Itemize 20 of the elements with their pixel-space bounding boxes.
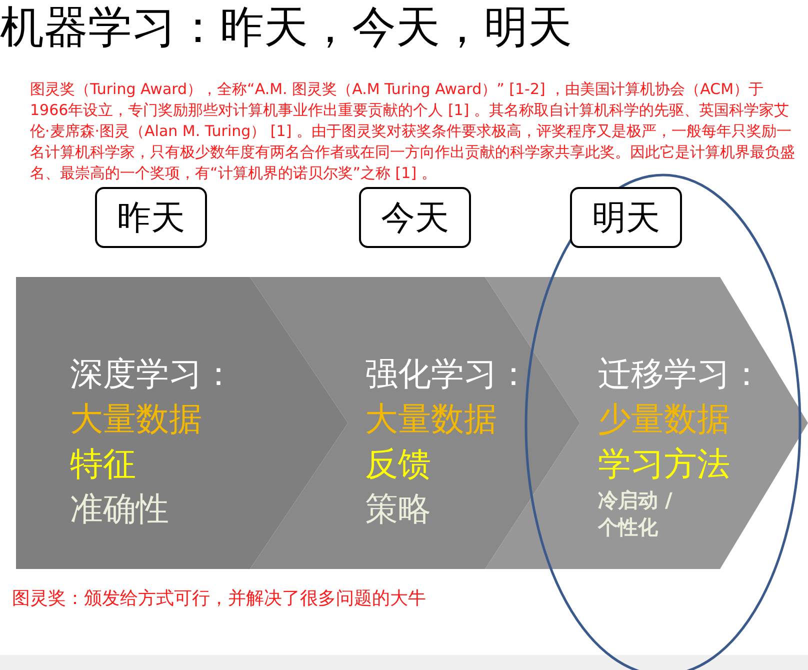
keyword-text: 策略 <box>365 488 431 530</box>
stage-heading: 深度学习： <box>70 353 235 395</box>
keyword-text: 反馈 <box>365 443 431 485</box>
day-label-box: 昨天 <box>95 187 207 248</box>
stage-heading: 强化学习： <box>365 353 530 395</box>
chevron-band <box>16 277 348 569</box>
chevron-band <box>250 277 580 569</box>
keyword-text: 学习方法 <box>598 443 730 485</box>
keyword-text: 准确性 <box>70 488 169 530</box>
note-text: 图灵奖：颁发给方式可行，并解决了很多问题的大牛 <box>12 587 426 611</box>
stage-heading: 迁移学习： <box>598 353 763 395</box>
keyword-text: 大量数据 <box>70 398 202 440</box>
day-label-box: 今天 <box>359 187 471 248</box>
keyword-text: 特征 <box>70 443 136 485</box>
title: 机器学习：昨天，今天，明天 <box>0 1 573 55</box>
day-label-box: 明天 <box>570 187 682 248</box>
keyword-text: 大量数据 <box>365 398 497 440</box>
keyword-text: 少量数据 <box>598 398 730 440</box>
description-paragraph: 图灵奖（Turing Award），全称“A.M. 图灵奖（A.M Turing Award）” [1-2] ，由美国计算机协会（ACM）于1966年设立，专门奖励那些对计算机事业作出重要贡献的个人 [1] 。其名称取自计算机科学的先驱、英国科学家艾伦·麦席森·图灵（Alan M. Turing） [1] 。由于图灵奖对获奖条件要求极高，评奖程序又是极严，一般每年只奖励一名计算机科学家，只有极少数年度有两名合作者或在同一方向作出贡献的科学家共享此奖。因此它是计算机界最负盛名、最崇高的一个奖项，有“计算机界的诺贝尔奖”之称 [1] 。 <box>30 79 795 184</box>
keyword-text: 冷启动 /个性化 <box>598 487 674 541</box>
